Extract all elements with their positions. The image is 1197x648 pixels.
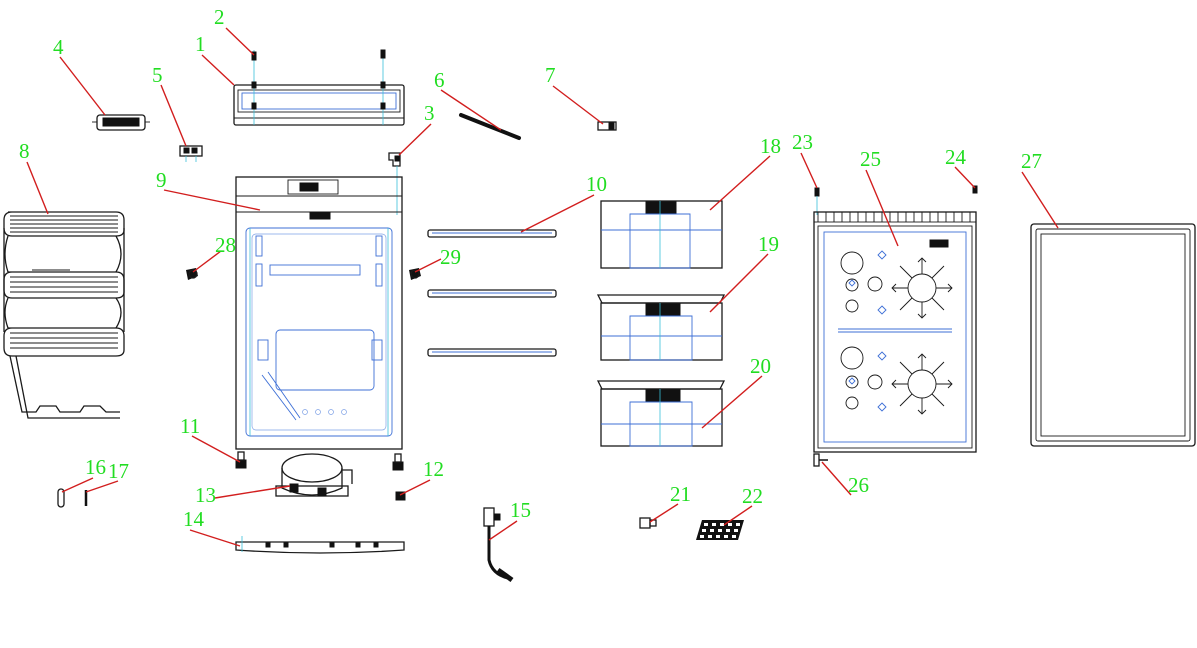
callout-1: 1 [195, 32, 206, 56]
part-strip [459, 113, 521, 140]
callout-6: 6 [434, 68, 445, 92]
callout-18: 18 [760, 134, 781, 158]
callout-22: 22 [742, 484, 763, 508]
part-compressor [275, 453, 353, 497]
callout-29: 29 [440, 245, 461, 269]
callout-19: 19 [758, 232, 779, 256]
part-front-feet [235, 451, 247, 469]
callout-5: 5 [152, 63, 163, 87]
callout-25: 25 [860, 147, 881, 171]
callout-12: 12 [423, 457, 444, 481]
callout-10: 10 [586, 172, 607, 196]
part-light-cover [92, 114, 150, 131]
callout-13: 13 [195, 483, 216, 507]
part-top-hinge [388, 152, 401, 215]
callout-14: 14 [183, 507, 205, 531]
part-door-bin-middle [596, 294, 726, 361]
callout-20: 20 [750, 354, 771, 378]
part-top-cover-bar [233, 50, 405, 126]
part-base-plate [235, 536, 405, 554]
callout-27: 27 [1021, 149, 1042, 173]
callout-4: 4 [53, 35, 64, 59]
part-shelves [427, 229, 557, 357]
part-switch [179, 145, 203, 162]
callout-16: 16 [85, 455, 106, 479]
callout-8: 8 [19, 139, 30, 163]
part-door-bin-bottom [596, 380, 726, 447]
callout-24: 24 [945, 145, 967, 169]
callout-17: 17 [108, 459, 129, 483]
callout-23: 23 [792, 130, 813, 154]
part-rear-feet [392, 453, 406, 501]
part-screws [251, 49, 386, 61]
leader-lines [26, 27, 1059, 547]
part-cabinet [235, 176, 403, 450]
callout-7: 7 [545, 63, 556, 87]
callout-21: 21 [670, 482, 691, 506]
part-door-pins [813, 185, 978, 467]
callout-9: 9 [156, 168, 167, 192]
callout-26: 26 [848, 473, 869, 497]
part-evaporator [3, 211, 125, 419]
callout-28: 28 [215, 233, 236, 257]
callout-2: 2 [214, 5, 225, 29]
part-power-cord [483, 507, 514, 583]
part-door-panel [813, 211, 977, 453]
callout-15: 15 [510, 498, 531, 522]
callout-3: 3 [424, 101, 435, 125]
part-ice-tray [696, 520, 744, 540]
part-pins [57, 488, 88, 508]
callout-labels: 1 2 3 4 5 6 7 8 9 10 11 12 13 14 15 16 1… [19, 5, 1042, 531]
callout-11: 11 [180, 414, 200, 438]
part-door-gasket [1030, 223, 1196, 447]
part-small-bracket [597, 121, 617, 131]
part-door-bin-top [600, 200, 723, 269]
